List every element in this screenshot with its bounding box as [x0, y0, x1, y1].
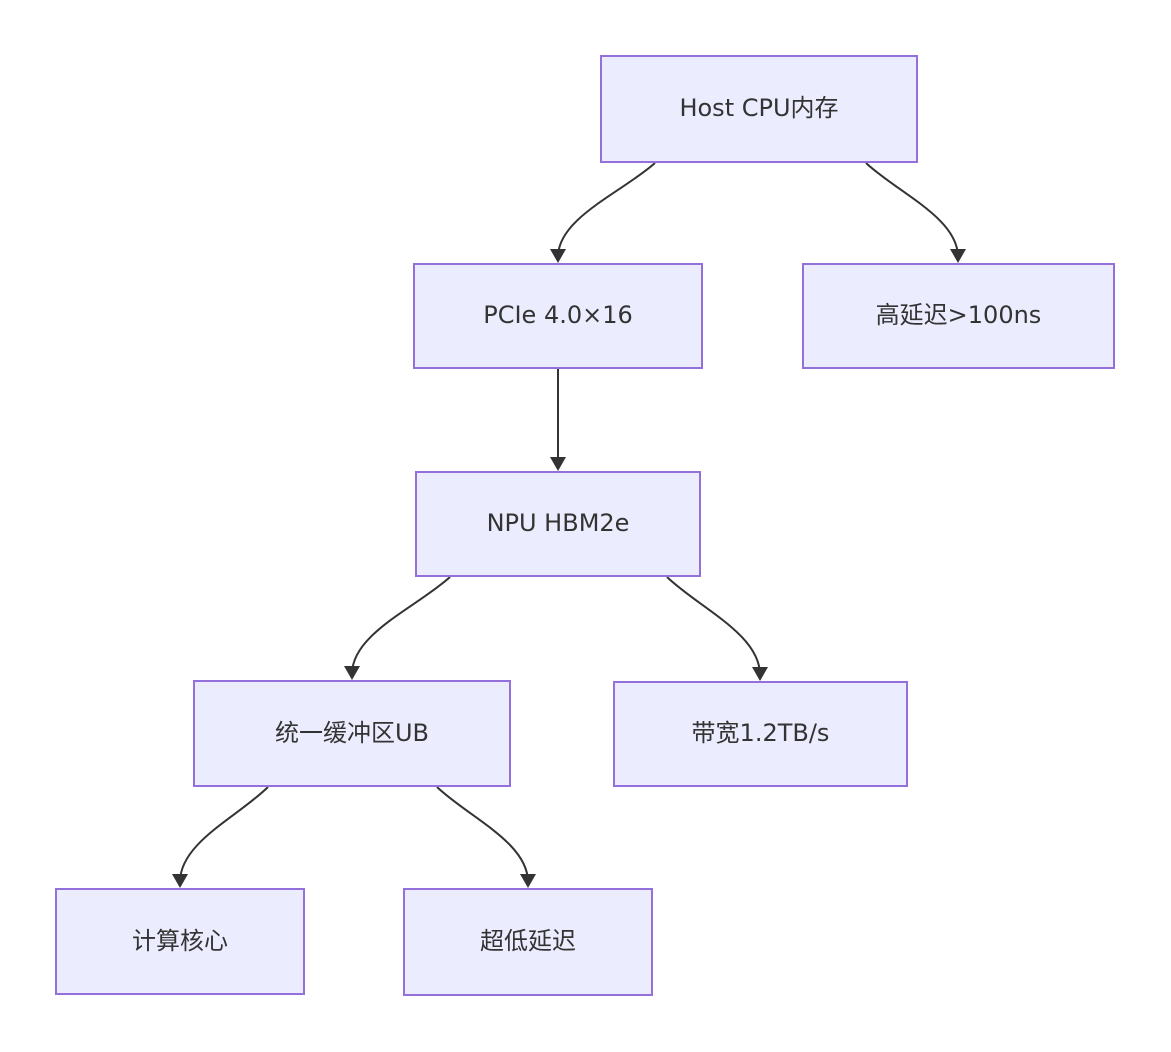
node-high-latency: 高延迟>100ns	[802, 263, 1115, 369]
node-npu-hbm2e: NPU HBM2e	[415, 471, 701, 577]
node-ultra-low-latency: 超低延迟	[403, 888, 653, 996]
arrowhead-icon	[550, 457, 566, 471]
node-pcie-4-0-x16: PCIe 4.0×16	[413, 263, 703, 369]
node-pcie-4-0-x16-label: PCIe 4.0×16	[483, 301, 633, 330]
node-bandwidth-1-2tbs-label: 带宽1.2TB/s	[691, 719, 830, 748]
node-compute-cores-label: 计算核心	[132, 926, 228, 955]
arrowhead-icon	[752, 667, 768, 681]
edge-npu-to-ub	[351, 576, 451, 675]
arrowhead-icon	[344, 666, 360, 680]
node-compute-cores: 计算核心	[55, 888, 305, 995]
node-npu-hbm2e-label: NPU HBM2e	[486, 509, 630, 538]
edge-npu-to-bw	[666, 576, 761, 676]
edge-host-to-pcie	[557, 162, 656, 258]
node-ultra-low-latency-label: 超低延迟	[480, 927, 576, 956]
node-unified-buffer-ub: 统一缓冲区UB	[193, 680, 511, 787]
node-host-cpu-memory: Host CPU内存	[600, 55, 918, 163]
node-high-latency-label: 高延迟>100ns	[875, 301, 1042, 330]
arrowhead-icon	[520, 874, 536, 888]
arrowhead-icon	[550, 249, 566, 263]
edge-ub-to-lowlat	[436, 786, 529, 883]
node-bandwidth-1-2tbs: 带宽1.2TB/s	[613, 681, 908, 787]
node-host-cpu-memory-label: Host CPU内存	[679, 94, 839, 123]
arrowhead-icon	[950, 249, 966, 263]
edge-ub-to-core	[179, 786, 269, 883]
arrowhead-icon	[172, 874, 188, 888]
edge-host-to-latency	[865, 162, 959, 258]
node-unified-buffer-ub-label: 统一缓冲区UB	[274, 718, 430, 747]
